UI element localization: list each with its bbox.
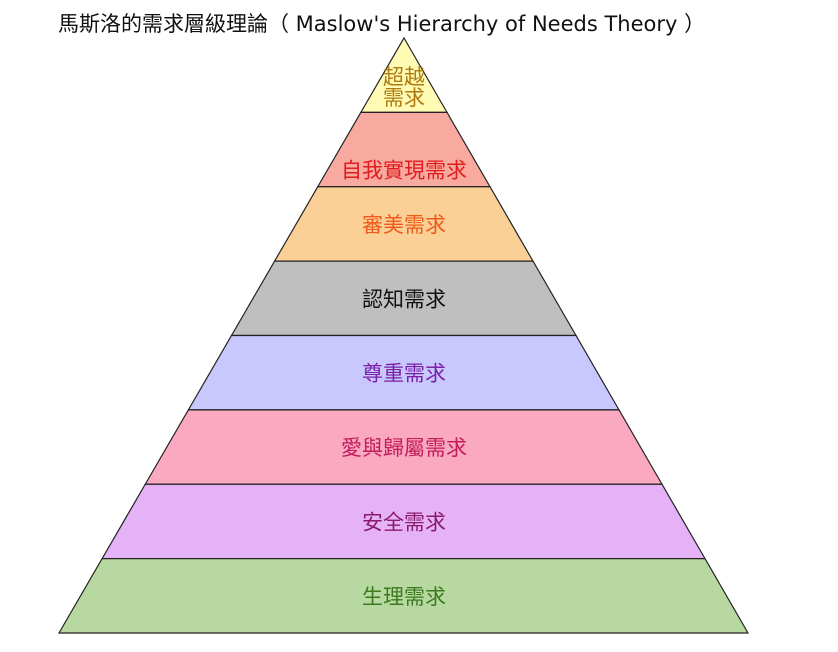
pyramid-level-6: 愛與歸屬需求 [144, 409, 664, 485]
level-label: 安全需求 [362, 510, 446, 534]
pyramid-level-3: 審美需求 [273, 186, 535, 262]
pyramid-level-5: 尊重需求 [187, 334, 621, 411]
pyramid-level-7: 安全需求 [101, 483, 707, 560]
level-label: 尊重需求 [362, 362, 446, 386]
level-label: 需求 [383, 86, 425, 110]
level-label: 超越 [383, 65, 425, 89]
level-label: 生理需求 [362, 585, 446, 609]
pyramid-level-8: 生理需求 [57, 558, 750, 634]
pyramid-level-4: 認知需求 [230, 260, 578, 337]
level-label: 認知需求 [362, 287, 446, 311]
level-label: 審美需求 [362, 213, 446, 237]
pyramid-level-2: 自我實現需求 [316, 111, 492, 188]
diagram-title: 馬斯洛的需求層級理論（ Maslow's Hierarchy of Needs … [58, 12, 706, 36]
level-label: 自我實現需求 [341, 158, 467, 182]
level-shape [57, 558, 750, 634]
level-label: 愛與歸屬需求 [341, 436, 467, 460]
